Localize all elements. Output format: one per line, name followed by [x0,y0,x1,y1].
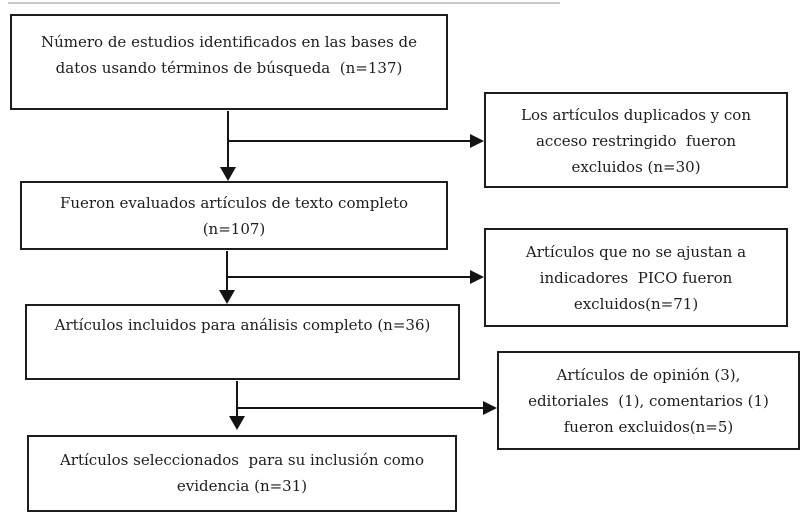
arrowhead-to-duplicates [470,134,484,148]
scan-artifact-line [8,2,560,4]
arrowhead-to-opinion [483,401,497,415]
box-text-line: evidencia (n=31) [176,477,308,495]
box-opinion-excluded: Artículos de opinión (3), editoriales (1… [497,351,800,450]
box-text-line: indicadores PICO fueron [539,269,733,287]
arrowhead-to-fulltext [220,167,236,181]
box-text-line: Fueron evaluados artículos de texto comp… [59,194,409,212]
box-text-line: editoriales (1), comentarios (1) [528,392,769,410]
arrowhead-to-included [219,290,235,304]
box-text-line: datos usando términos de búsqueda (n=137… [55,59,403,77]
box-text-line: excluidos (n=30) [571,158,701,176]
box-text-line: Artículos incluidos para análisis comple… [54,316,431,334]
box-text-line: fueron excluidos(n=5) [563,418,734,436]
box-fulltext-evaluated: Fueron evaluados artículos de texto comp… [20,181,448,250]
box-text-line: (n=107) [202,220,266,238]
box-included-for-analysis: Artículos incluidos para análisis comple… [25,304,460,380]
box-pico-excluded: Artículos que no se ajustan a indicadore… [484,228,788,327]
box-text-line: Artículos seleccionados para su inclusió… [59,451,425,469]
box-identified-studies: Número de estudios identificados en las … [10,14,448,110]
box-text-line: Número de estudios identificados en las … [40,33,418,51]
box-text-line: Artículos de opinión (3), [556,366,741,384]
arrowhead-to-selected [229,416,245,430]
box-duplicates-excluded: Los artículos duplicados y con acceso re… [484,92,788,188]
box-text-line: Los artículos duplicados y con [521,106,751,124]
arrowhead-to-pico [470,270,484,284]
box-text-line: Artículos que no se ajustan a [525,243,747,261]
box-text-line: excluidos(n=71) [573,295,699,313]
box-selected-for-evidence: Artículos seleccionados para su inclusió… [27,435,457,512]
box-text-line: acceso restringido fueron [535,132,737,150]
